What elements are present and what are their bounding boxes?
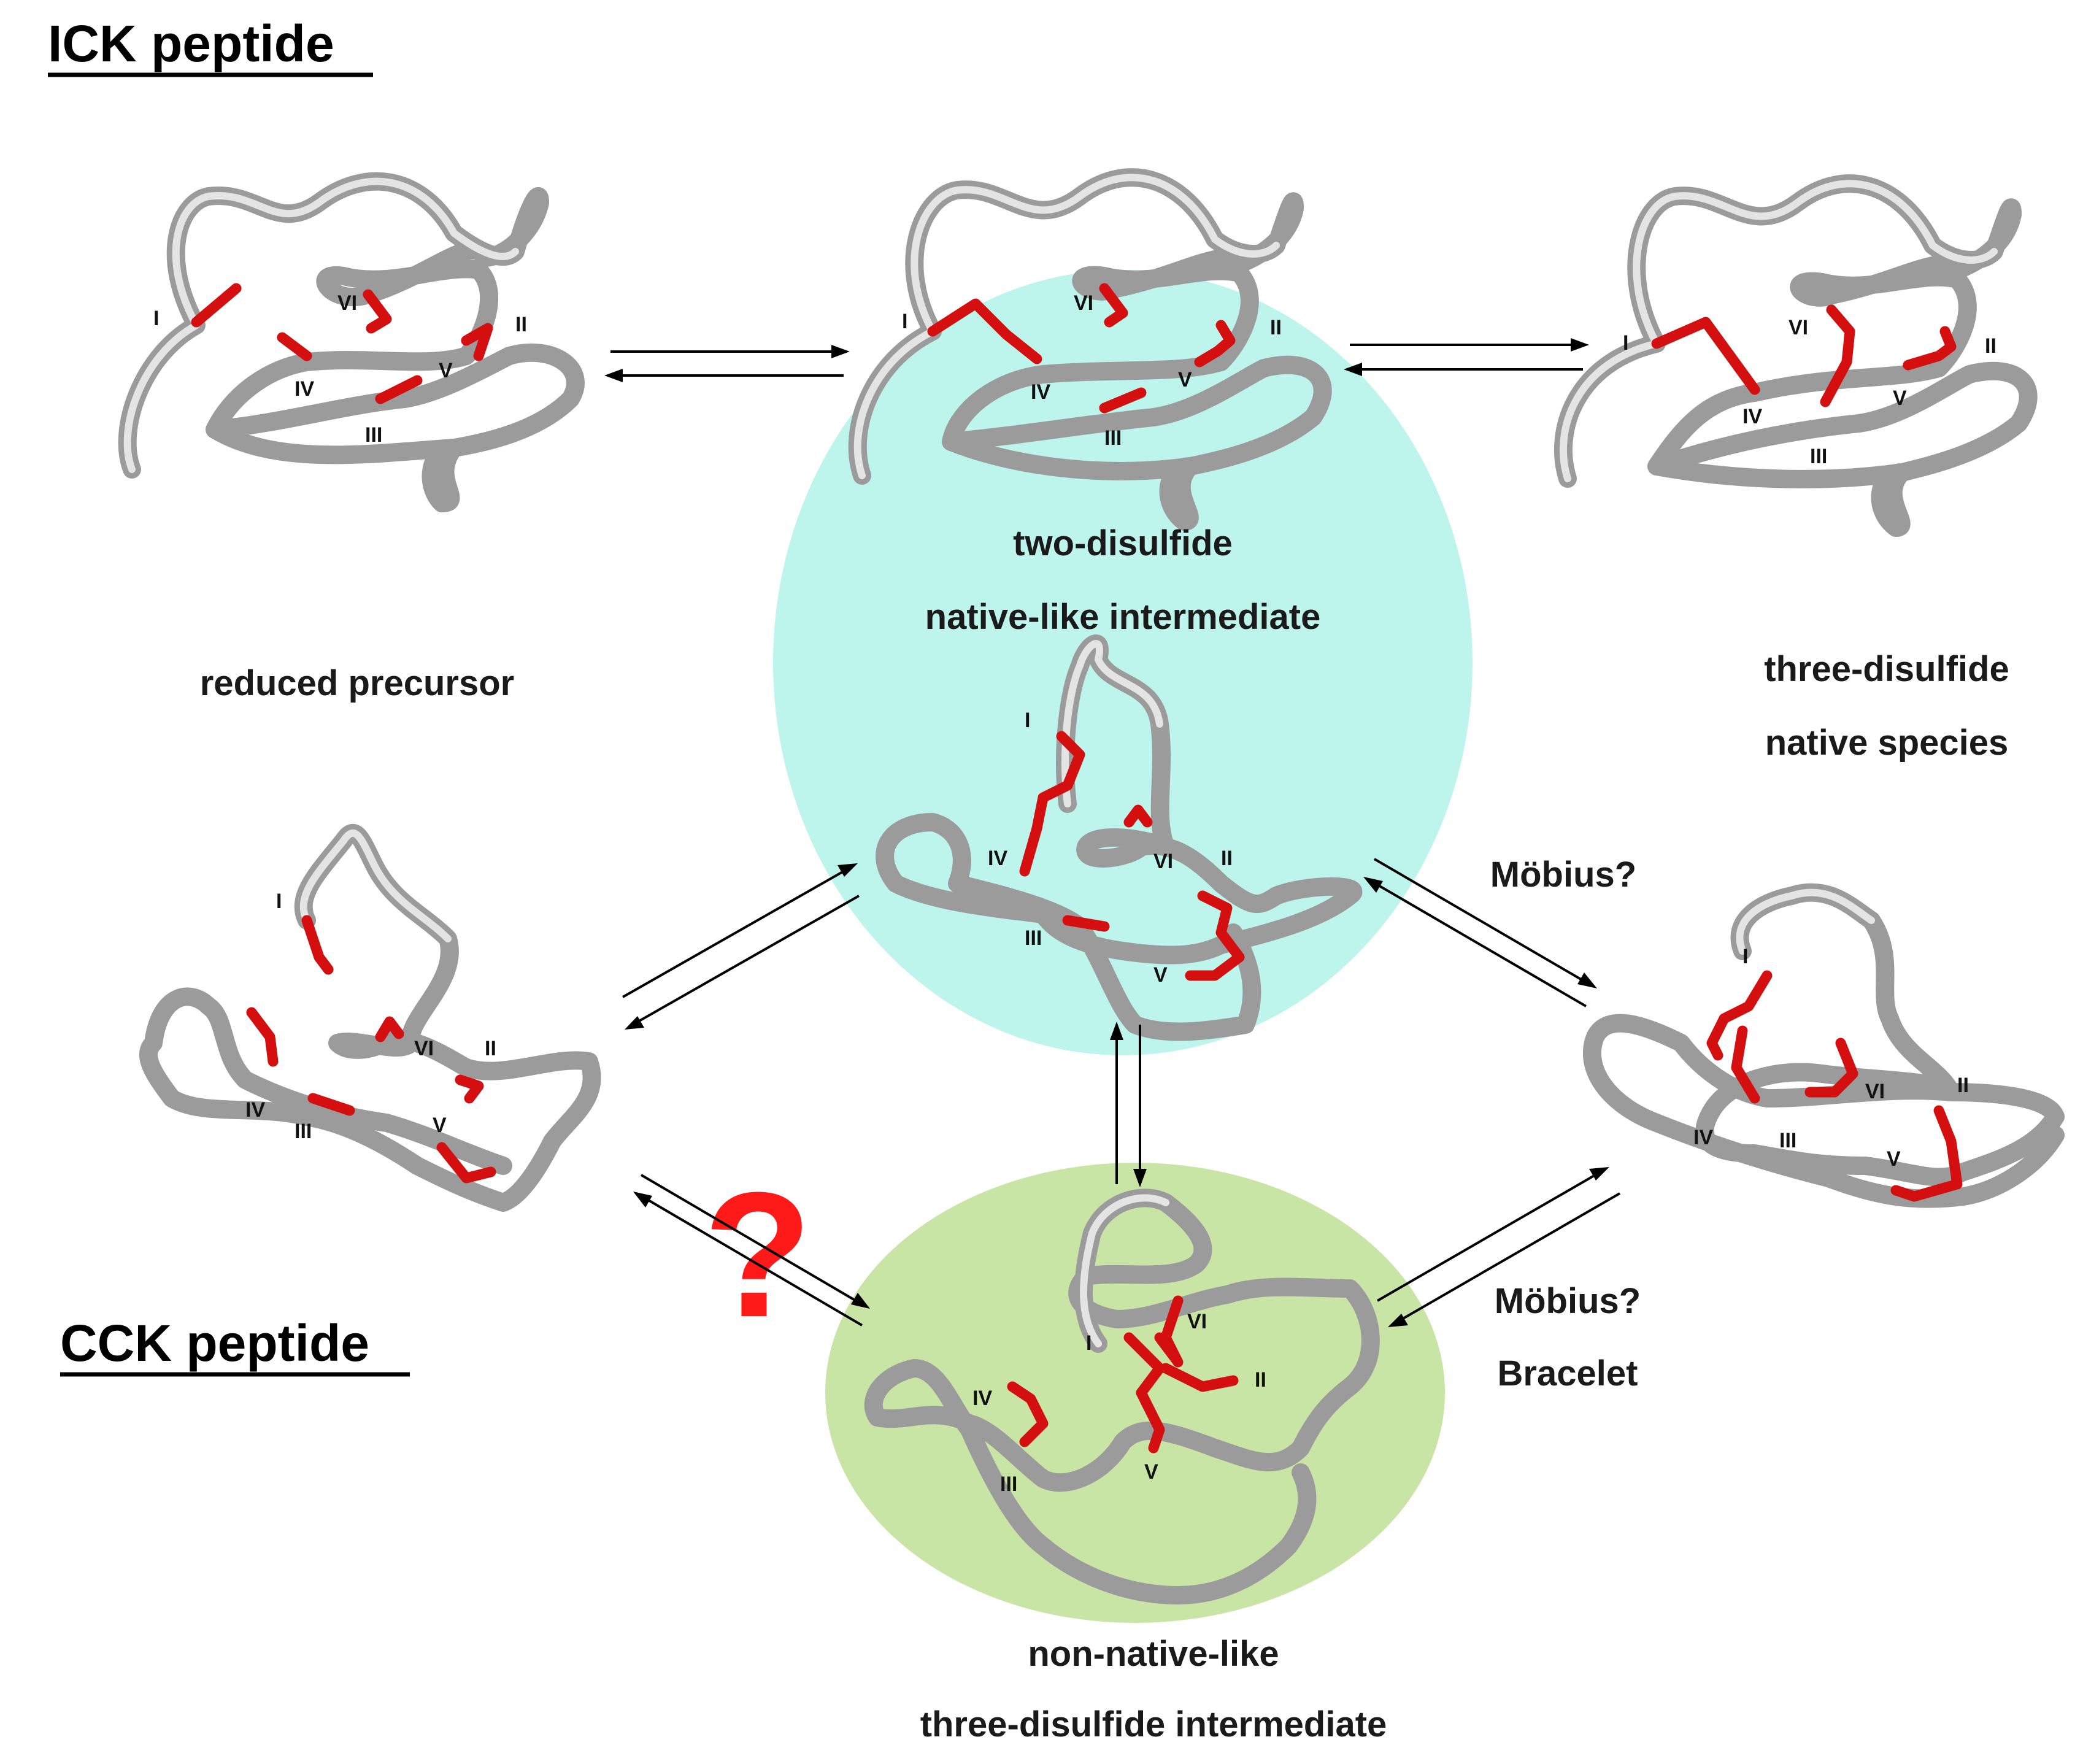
- cys-label-ii: II: [1270, 316, 1282, 339]
- arrow-mobius-to-non-native: [1388, 1192, 1621, 1327]
- cys-label-v: V: [1178, 368, 1192, 391]
- cys-label-iv: IV: [988, 847, 1007, 870]
- cys-label-ii: II: [1255, 1368, 1266, 1392]
- cys-label-ii: II: [485, 1037, 496, 1060]
- cys-label-v: V: [1153, 963, 1168, 987]
- cys-label-iii: III: [1779, 1129, 1796, 1152]
- arrow-native-to-two-disulfide: [1344, 363, 1583, 376]
- arrow-two-disulfide-to-native: [1350, 338, 1589, 352]
- native-species-structure: I VI II IV V III: [1554, 174, 2038, 537]
- cys-label-i: I: [1742, 945, 1748, 968]
- arrow-mobius-to-native-like: [1363, 877, 1587, 1007]
- reduced-precursor-structure: I VI II IV V III: [118, 172, 585, 512]
- cys-label-vi: VI: [414, 1037, 434, 1060]
- cys-label-vi: VI: [1074, 291, 1093, 315]
- cys-label-iii: III: [1810, 445, 1827, 468]
- arrow-non-native-to-mobius: [1376, 1167, 1609, 1302]
- cys-label-vi: VI: [1865, 1080, 1885, 1103]
- cys-label-ii: II: [1221, 847, 1233, 870]
- cys-label-iii: III: [295, 1120, 312, 1143]
- cys-label-i: I: [1623, 331, 1628, 355]
- mobius-lower-label: Möbius?: [1495, 1281, 1641, 1321]
- cys-label-v: V: [1144, 1460, 1158, 1484]
- two-disulfide-structure: I VI II IV V III: [848, 168, 1332, 531]
- non-native-intermediate-ellipse: [825, 1163, 1445, 1623]
- two-disulfide-caption-line1: two-disulfide: [1013, 523, 1233, 563]
- mobius-upper-label: Möbius?: [1490, 855, 1636, 895]
- cys-label-i: I: [276, 890, 282, 913]
- arrow-cck-reduced-to-native-like: [622, 863, 858, 998]
- arrow-reduced-to-two-disulfide: [610, 345, 850, 358]
- two-disulfide-caption-line2: native-like intermediate: [925, 597, 1321, 637]
- non-native-caption-line2: three-disulfide intermediate: [920, 1704, 1387, 1744]
- cys-label-ii: II: [1957, 1074, 1969, 1097]
- cck-reduced-structure: I VI II IV III V: [139, 824, 601, 1212]
- cys-label-i: I: [153, 307, 159, 330]
- cck-peptide-heading: CCK peptide: [60, 1314, 369, 1372]
- cys-label-i: I: [1025, 709, 1030, 732]
- arrow-cck-reduced-to-non-native: [640, 1174, 870, 1309]
- cys-label-iii: III: [365, 423, 382, 447]
- equilibrium-arrows: [604, 338, 1621, 1327]
- cys-label-v: V: [1893, 387, 1907, 410]
- cys-label-v: V: [439, 359, 453, 382]
- arrow-native-like-to-mobius: [1373, 858, 1597, 988]
- cys-label-i: I: [902, 310, 907, 333]
- cys-label-i: I: [1086, 1331, 1092, 1355]
- question-mark: ?: [703, 1155, 812, 1354]
- cck-mobius-structure: I VI II IV III V: [1583, 883, 2065, 1208]
- reduced-precursor-caption: reduced precursor: [200, 663, 515, 703]
- cys-label-iii: III: [1025, 926, 1042, 950]
- ick-peptide-heading: ICK peptide: [48, 15, 334, 72]
- arrow-non-native-to-cck-reduced: [633, 1192, 863, 1327]
- cys-label-v: V: [433, 1114, 447, 1137]
- arrow-non-native-to-native-like: [1110, 1022, 1123, 1184]
- cys-label-iv: IV: [1031, 380, 1050, 404]
- native-like-intermediate-ellipse: [773, 270, 1473, 1055]
- arrow-native-like-to-non-native: [1133, 1025, 1147, 1187]
- native-species-caption-line1: three-disulfide: [1764, 649, 2009, 689]
- arrow-two-disulfide-to-reduced: [604, 369, 844, 382]
- arrow-native-like-to-cck-reduced: [625, 895, 860, 1030]
- cys-label-ii: II: [515, 313, 527, 336]
- cys-label-vi: VI: [337, 291, 357, 315]
- non-native-caption-line1: non-native-like: [1028, 1634, 1279, 1674]
- cys-label-vi: VI: [1788, 316, 1808, 339]
- cys-label-iv: IV: [295, 377, 314, 401]
- native-species-caption-line2: native species: [1765, 723, 2009, 763]
- cck-native-like-structure: I IV VI II III V: [876, 634, 1363, 1041]
- cys-label-v: V: [1887, 1147, 1901, 1171]
- cys-label-iv: IV: [1693, 1126, 1713, 1149]
- cys-label-iv: IV: [972, 1387, 992, 1410]
- cys-label-iv: IV: [245, 1098, 265, 1122]
- cys-label-iii: III: [1000, 1473, 1017, 1496]
- cys-label-vi: VI: [1153, 850, 1173, 873]
- cys-label-iv: IV: [1742, 405, 1762, 428]
- bracelet-label: Bracelet: [1498, 1354, 1638, 1393]
- cys-label-ii: II: [1985, 334, 1996, 358]
- non-native-intermediate-structure: I VI II IV III V: [864, 1188, 1380, 1604]
- cys-label-iii: III: [1104, 426, 1122, 450]
- cys-label-vi: VI: [1187, 1310, 1207, 1333]
